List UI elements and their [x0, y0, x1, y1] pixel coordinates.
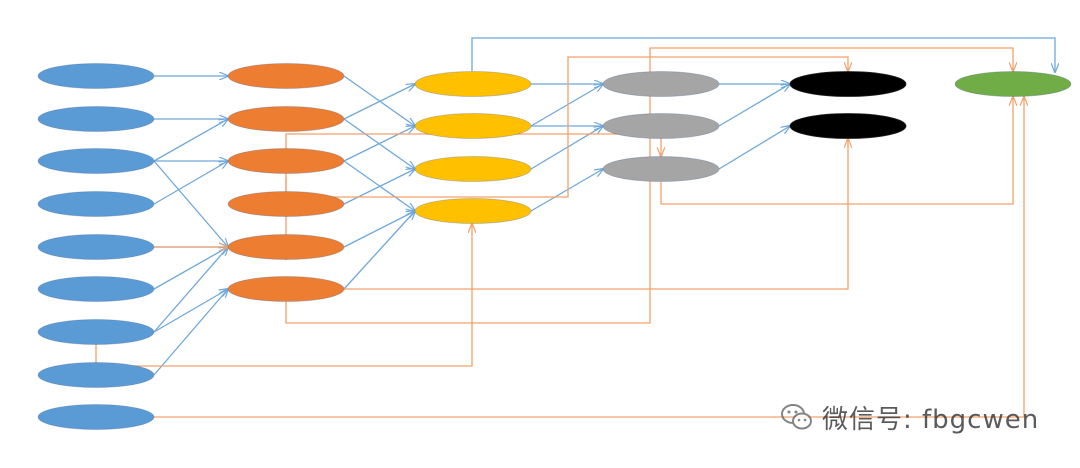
edge-c4-2-to-c6-0 — [660, 97, 1013, 205]
edge-c1-5-to-c2-4 — [153, 247, 228, 290]
node-c1-6 — [37, 319, 155, 345]
edge-c1-8-to-c6-0 — [154, 97, 1024, 418]
node-c2-4 — [227, 234, 345, 260]
edge-c1-7-to-c2-5 — [153, 289, 228, 376]
node-c4-1 — [602, 113, 720, 139]
node-c1-7 — [37, 362, 155, 388]
edge-c2-1-to-c3-0 — [343, 84, 415, 120]
edge-c1-3-to-c2-2 — [153, 161, 228, 205]
edge-c3-1-to-c4-0 — [530, 84, 603, 127]
node-c5-1 — [789, 113, 907, 139]
node-c1-1 — [37, 106, 155, 132]
edge-c2-4-to-c3-3 — [343, 211, 415, 248]
node-c6-0 — [954, 71, 1072, 97]
edge-c2-2-to-c3-1 — [343, 126, 415, 162]
watermark-text: 微信号: fbgcwen — [822, 404, 1040, 435]
edges-layer — [95, 37, 1055, 418]
watermark: 微信号: fbgcwen — [780, 398, 1039, 436]
node-c1-8 — [37, 404, 155, 430]
edge-c3-0-to-c6-0 — [471, 37, 1055, 72]
edge-c4-2-to-c5-1 — [718, 126, 790, 170]
wechat-icon — [781, 404, 812, 430]
edge-c2-3-to-c3-2 — [343, 169, 415, 205]
edge-c1-6-to-c2-5 — [153, 289, 228, 333]
node-c3-2 — [414, 156, 532, 182]
node-c1-0 — [37, 63, 155, 89]
node-c1-3 — [37, 191, 155, 217]
nodes-layer — [37, 63, 1072, 430]
edge-c2-5-to-c6-0 — [285, 47, 1013, 324]
node-c4-2 — [602, 156, 720, 182]
node-c1-2 — [37, 148, 155, 174]
node-c3-3 — [414, 198, 532, 224]
edge-c3-2-to-c4-1 — [530, 126, 603, 170]
edge-c1-6-to-c2-4 — [153, 247, 228, 333]
edge-c2-3-to-c4-1 — [285, 56, 848, 198]
node-c2-5 — [227, 276, 345, 302]
edge-c2-5-to-c3-3 — [343, 211, 415, 290]
node-c3-0 — [414, 71, 532, 97]
node-c2-2 — [227, 148, 345, 174]
node-c4-0 — [602, 71, 720, 97]
edge-c4-1-to-c5-0 — [718, 84, 790, 127]
edge-c3-3-to-c4-2 — [530, 169, 603, 212]
node-c1-5 — [37, 276, 155, 302]
edge-c2-5-to-c5-1 — [344, 139, 848, 290]
node-c2-3 — [227, 191, 345, 217]
edge-c1-2-to-c2-4 — [153, 160, 228, 247]
node-c2-0 — [227, 63, 345, 89]
node-c2-1 — [227, 106, 345, 132]
edge-c1-7-to-c3-3 — [95, 224, 472, 367]
node-c1-4 — [37, 234, 155, 260]
node-c5-0 — [789, 71, 907, 97]
node-c3-1 — [414, 113, 532, 139]
edge-c1-2-to-c2-1 — [153, 119, 228, 162]
